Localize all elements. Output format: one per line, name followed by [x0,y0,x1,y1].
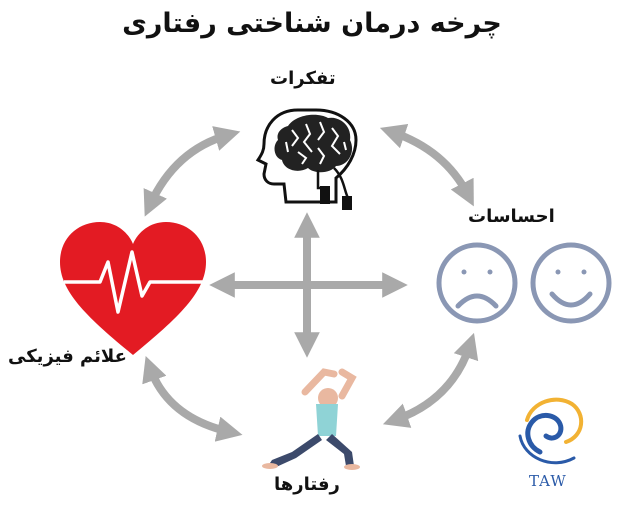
stretching-person-icon [262,368,360,470]
happy-face-icon [530,242,612,324]
feelings-label: احساسات [468,206,555,227]
center-cross-arrows [209,212,408,358]
cycle-arrows [142,124,479,442]
physical-symptoms-label: علائم فیزیکی [8,346,127,367]
heart-pulse-icon [60,222,206,355]
logo-text: TAW [529,472,567,490]
behaviors-label: رفتارها [274,474,340,495]
arrow-thoughts-feelings [379,124,474,207]
arrow-physical-behaviors [142,355,243,442]
brain-head-icon [255,108,358,210]
sad-face-icon [436,242,518,324]
arrow-feelings-behaviors [382,332,479,428]
arrow-thoughts-physical [143,126,241,217]
diagram-title: چرخه درمان شناختی رفتاری [122,8,502,39]
swirl-logo-icon [518,397,583,465]
faces-icon [436,242,612,324]
thoughts-label: تفکرات [270,68,336,89]
